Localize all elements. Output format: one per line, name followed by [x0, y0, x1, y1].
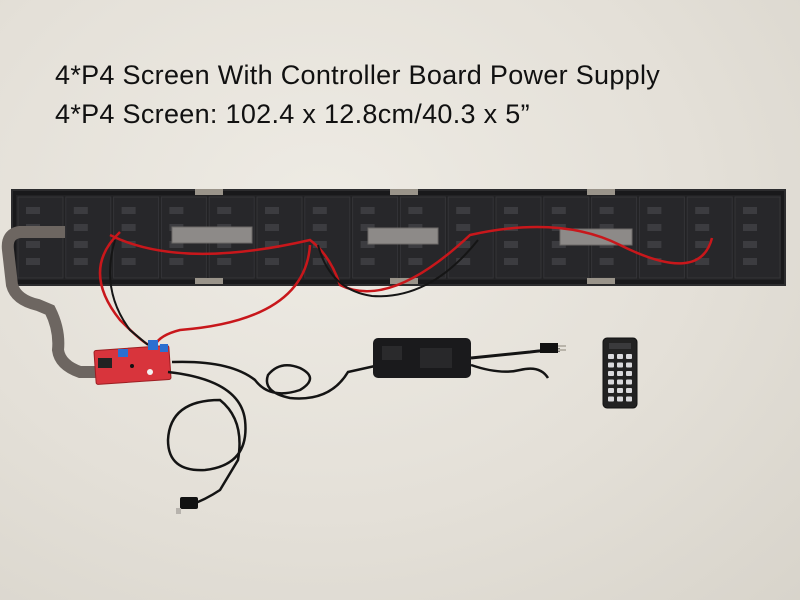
led-module — [734, 196, 781, 279]
led-module — [65, 196, 112, 279]
led-chip — [26, 258, 40, 265]
led-chip — [599, 224, 614, 231]
caption-dimensions: 4*P4 Screen: 102.4 x 12.8cm/40.3 x 5” — [55, 99, 530, 129]
remote-button — [617, 371, 623, 376]
remote-button — [608, 388, 614, 393]
remote-button — [608, 354, 614, 359]
led-chip — [456, 258, 471, 265]
remote-button — [617, 379, 623, 385]
remote-button — [626, 371, 632, 376]
remote-button — [617, 354, 623, 359]
led-chip — [121, 241, 136, 248]
led-chip — [121, 258, 136, 265]
led-chip — [360, 207, 375, 214]
led-module — [495, 196, 542, 279]
led-chip — [695, 224, 710, 231]
led-chip — [456, 207, 471, 214]
led-chip — [647, 224, 662, 231]
led-chip — [169, 241, 184, 248]
remote-button — [626, 396, 632, 402]
remote-button — [608, 396, 614, 402]
led-chip — [743, 241, 757, 248]
led-chip — [695, 258, 710, 265]
led-chip — [312, 207, 327, 214]
remote-button — [626, 388, 632, 393]
led-chip — [73, 207, 88, 214]
led-chip — [312, 241, 327, 248]
remote-button — [617, 396, 623, 402]
led-chip — [73, 258, 88, 265]
led-chip — [265, 207, 279, 214]
led-chip — [504, 241, 518, 248]
caption-title: 4*P4 Screen With Controller Board Power … — [55, 60, 661, 90]
remote-button — [626, 362, 632, 368]
led-chip — [551, 258, 566, 265]
led-chip — [408, 258, 423, 265]
led-chip — [312, 224, 327, 231]
led-chip — [504, 258, 518, 265]
led-chip — [169, 258, 184, 265]
led-chip — [695, 241, 710, 248]
led-chip — [647, 207, 662, 214]
led-chip — [217, 258, 232, 265]
led-chip — [695, 207, 710, 214]
led-chip — [121, 207, 136, 214]
led-chip — [647, 241, 662, 248]
audio-plug-icon — [176, 497, 198, 514]
black-wire-icon — [109, 239, 479, 346]
led-chip — [743, 207, 757, 214]
remote-button — [608, 379, 614, 385]
led-chip — [265, 258, 279, 265]
remote-button — [608, 371, 614, 376]
power-adapter-icon — [373, 338, 566, 379]
led-chip — [360, 258, 375, 265]
led-chip — [26, 207, 40, 214]
led-chip — [121, 224, 136, 231]
led-chip — [647, 258, 662, 265]
led-chip — [217, 207, 232, 214]
led-module — [686, 196, 733, 279]
remote-button — [626, 379, 632, 385]
led-chip — [265, 241, 279, 248]
ribbon-cable-main-icon — [1, 226, 105, 378]
led-chip — [217, 241, 232, 248]
led-chip — [169, 207, 184, 214]
led-module — [304, 196, 351, 279]
led-chip — [408, 207, 423, 214]
led-chip — [551, 241, 566, 248]
led-chip — [504, 207, 518, 214]
led-module — [256, 196, 303, 279]
led-module — [638, 196, 685, 279]
led-chip — [551, 207, 566, 214]
led-chip — [743, 224, 757, 231]
led-chip — [743, 258, 757, 265]
led-module — [113, 196, 160, 279]
led-chip — [26, 241, 40, 248]
led-chip — [456, 224, 471, 231]
led-chip — [456, 241, 471, 248]
controller-board-icon — [93, 340, 172, 385]
led-chip — [73, 224, 88, 231]
remote-button — [617, 362, 623, 368]
remote-button — [617, 388, 623, 393]
led-chip — [599, 258, 614, 265]
led-chip — [312, 258, 327, 265]
led-chip — [73, 241, 88, 248]
remote-button — [608, 362, 614, 368]
remote-button — [626, 354, 632, 359]
dc-cable-icon — [166, 360, 376, 507]
remote-control-icon — [602, 337, 638, 409]
led-chip — [265, 224, 279, 231]
led-chip — [599, 207, 614, 214]
